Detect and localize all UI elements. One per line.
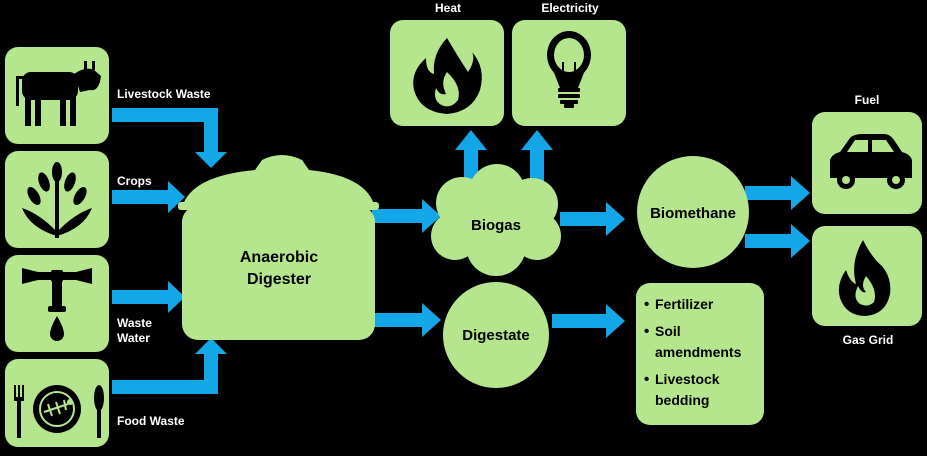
bullet-2: • — [644, 323, 649, 340]
plate-cutlery-icon — [14, 385, 104, 438]
arrow-biogas-to-electricity — [521, 130, 553, 186]
label-heat: Heat — [435, 1, 461, 15]
arrow-livestock-to-digester — [112, 108, 227, 168]
digestate-uses-list: • Fertilizer • Soil amendments • Livesto… — [644, 296, 742, 408]
digester-line1: Anaerobic — [240, 249, 318, 266]
use-amendments: amendments — [655, 344, 742, 360]
input-crops — [5, 151, 109, 248]
arrow-biomethane-to-fuel — [745, 176, 810, 210]
biomethane-label: Biomethane — [650, 205, 736, 222]
arrow-digestate-to-uses — [552, 304, 625, 338]
electricity-box — [512, 20, 626, 126]
arrow-digester-to-biogas — [372, 199, 441, 233]
cow-icon — [16, 61, 101, 126]
label-fuel: Fuel — [855, 93, 880, 107]
label-crops: Crops — [117, 174, 152, 188]
label-water: Water — [117, 331, 150, 345]
arrows — [112, 108, 810, 394]
gas-grid-box — [812, 226, 922, 326]
use-bedding: bedding — [655, 392, 709, 408]
digester-line2: Digester — [247, 271, 311, 288]
use-soil: Soil — [655, 323, 681, 339]
label-food-waste: Food Waste — [117, 414, 185, 428]
anaerobic-digester — [178, 155, 379, 340]
arrow-crops-to-digester — [112, 181, 185, 213]
use-livestock: Livestock — [655, 371, 720, 387]
faucet-icon — [22, 268, 92, 341]
digestate-circle — [443, 282, 549, 388]
arrow-wastewater-to-digester — [112, 281, 185, 313]
label-electricity: Electricity — [541, 1, 599, 15]
arrow-biogas-to-biomethane — [560, 202, 625, 236]
digestate-uses-box — [636, 283, 764, 425]
label-gas-grid: Gas Grid — [843, 333, 894, 347]
gas-flame-icon — [838, 240, 891, 316]
label-waste: Waste — [117, 316, 152, 330]
car-icon — [830, 134, 912, 189]
arrow-biomethane-to-gasgrid — [745, 224, 810, 258]
biomethane-circle — [637, 156, 749, 268]
flame-icon — [413, 38, 482, 114]
lightbulb-icon — [547, 31, 591, 108]
label-livestock-waste: Livestock Waste — [117, 87, 211, 101]
input-food-waste — [5, 359, 109, 447]
input-waste-water — [5, 255, 109, 352]
input-livestock-waste — [5, 47, 109, 144]
biogas-label: Biogas — [471, 217, 521, 234]
digestate-label: Digestate — [462, 327, 530, 344]
arrow-foodwaste-to-digester — [112, 338, 227, 394]
biogas-cloud — [431, 164, 561, 276]
bullet-1: • — [644, 296, 649, 313]
use-fertilizer: Fertilizer — [655, 296, 714, 312]
heat-box — [390, 20, 504, 126]
wheat-icon — [22, 162, 92, 238]
fuel-box — [812, 112, 922, 214]
bullet-3: • — [644, 371, 649, 388]
arrow-digester-to-digestate — [372, 303, 441, 337]
